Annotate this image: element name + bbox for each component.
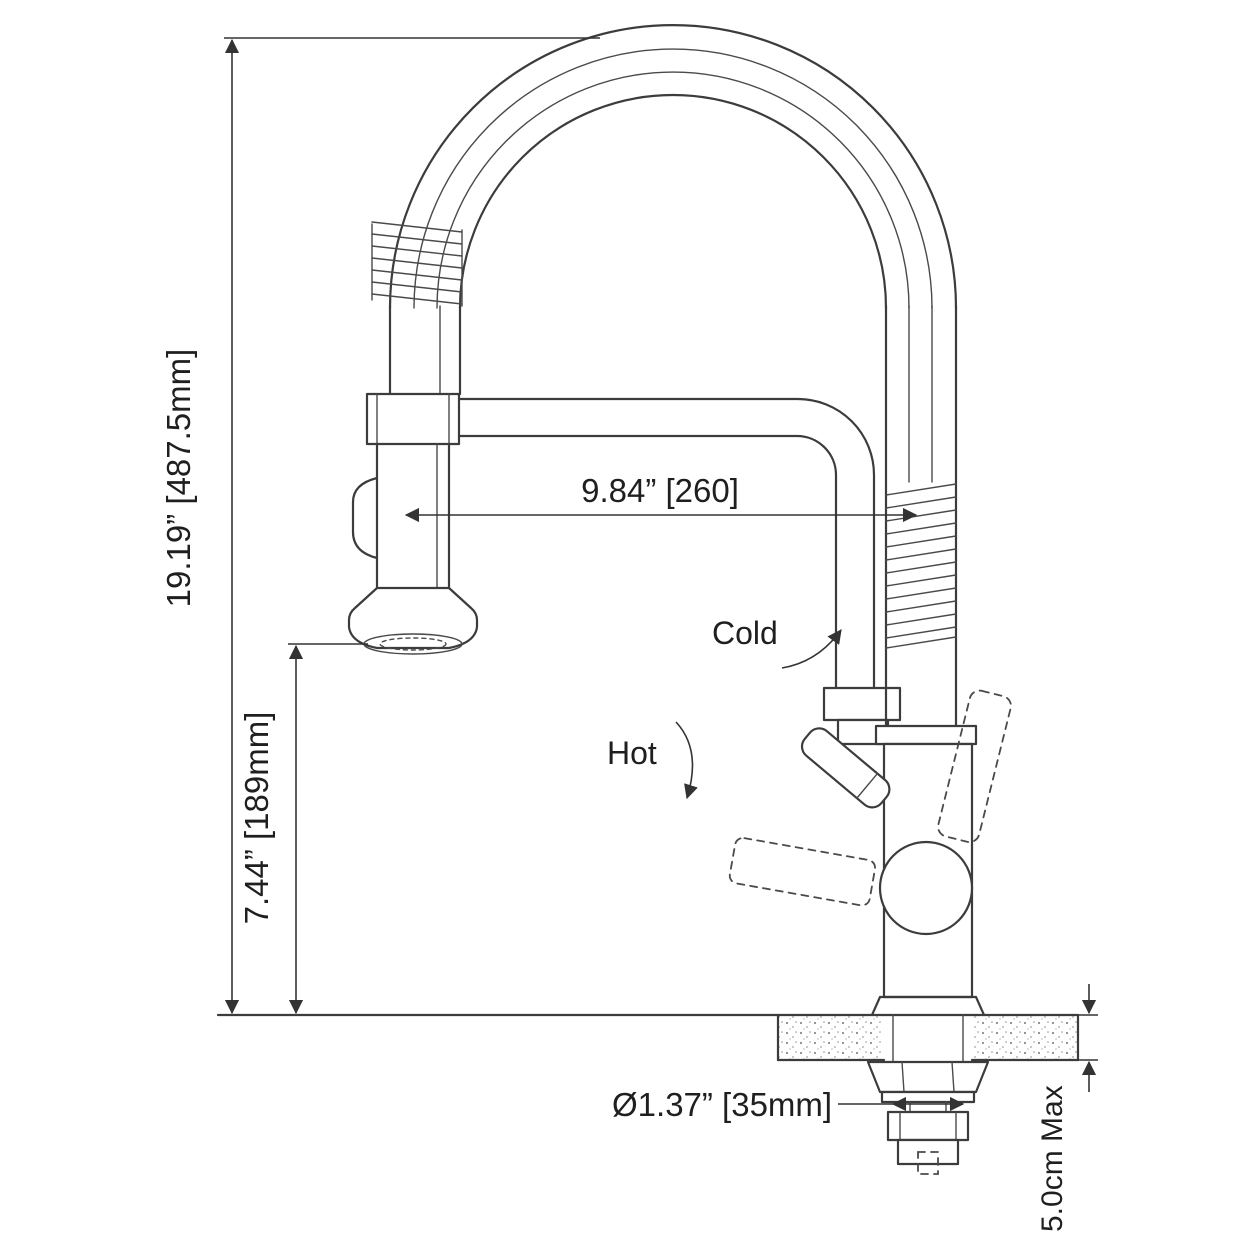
- dimension-counter-max: 5.0cm Max: [1036, 984, 1098, 1232]
- handle-dashed-left: [728, 837, 876, 907]
- overall-height-label: 19.19” [487.5mm]: [160, 349, 197, 608]
- cold-arrow: [781, 629, 842, 669]
- right-leg-pipe: [884, 304, 958, 746]
- spray-trigger: [351, 476, 379, 560]
- right-spring-coil: [885, 483, 957, 649]
- left-spring-coil: [371, 221, 463, 307]
- dimension-reach: 9.84” [260]: [404, 472, 918, 523]
- left-leg-tube: [388, 304, 462, 396]
- handle-lever: [800, 727, 891, 809]
- ball-joint: [878, 840, 974, 936]
- spray-head: [347, 392, 479, 655]
- counter-max-label: 5.0cm Max: [1036, 1085, 1069, 1232]
- flow-annotations: Cold Hot: [607, 615, 842, 800]
- hole-diameter-label: Ø1.37” [35mm]: [612, 1086, 832, 1123]
- dimension-outlet-height: 7.44” [189mm]: [238, 643, 368, 1015]
- support-arm: [457, 397, 902, 746]
- handle-dashed-up: [937, 689, 1012, 843]
- hot-arrow: [675, 721, 698, 800]
- dimension-hole-diameter: Ø1.37” [35mm]: [612, 1086, 965, 1123]
- hot-label: Hot: [607, 735, 657, 771]
- counter-section: [216, 1013, 1080, 1063]
- reach-label: 9.84” [260]: [581, 472, 739, 509]
- outlet-height-label: 7.44” [189mm]: [238, 712, 275, 925]
- cold-label: Cold: [712, 615, 778, 651]
- dimension-overall-height: 19.19” [487.5mm]: [160, 37, 600, 1015]
- mounting-hardware: [866, 1060, 990, 1175]
- gooseneck-arc: [388, 23, 958, 310]
- faucet-body: [728, 689, 1012, 1017]
